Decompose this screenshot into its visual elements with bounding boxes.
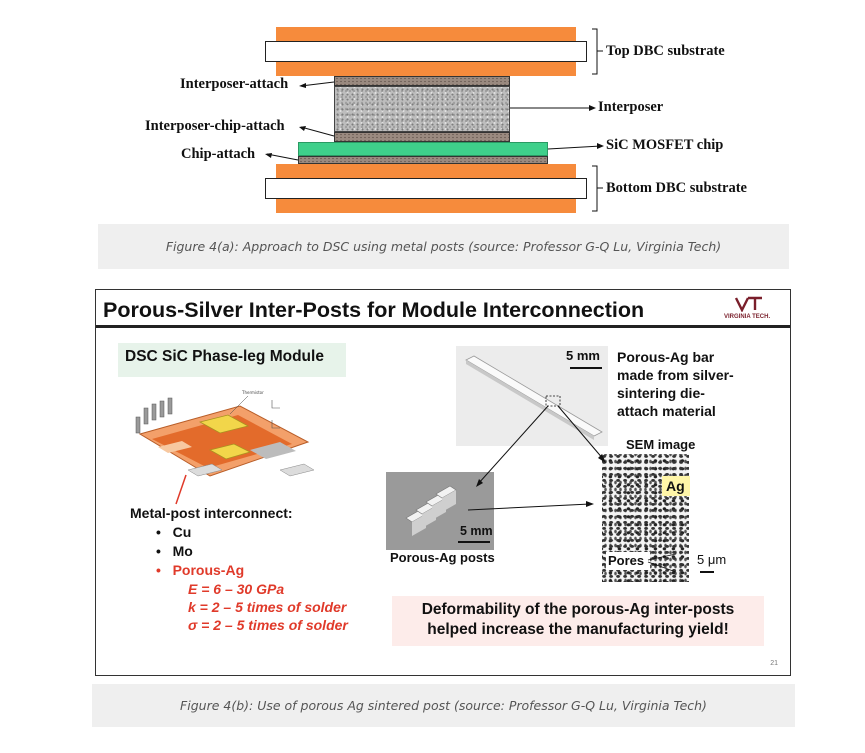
- slide-page-number: 21: [770, 660, 778, 667]
- interposer-chip-attach-layer: [334, 132, 510, 142]
- label-interposer-attach: Interposer-attach: [180, 76, 289, 92]
- bar-description-1: Porous-Ag bar: [617, 349, 715, 365]
- bar-description-2: made from silver-: [617, 367, 734, 383]
- porous-ag-posts-image: [405, 485, 457, 536]
- property-modulus: E = 6 – 30 GPa: [188, 581, 285, 597]
- bottom-dbc-copper-top: [276, 164, 576, 178]
- bar-description-3: sintering die-: [617, 385, 705, 401]
- ag-label: Ag: [666, 478, 685, 494]
- sic-mosfet-chip: [298, 142, 548, 156]
- module-illustration: Thermistor: [135, 390, 315, 477]
- label-interposer: Interposer: [598, 99, 664, 115]
- figure-a-caption: Figure 4(a): Approach to DSC using metal…: [98, 224, 789, 269]
- slide-title: Porous-Silver Inter-Posts for Module Int…: [103, 298, 645, 322]
- bullet-porous-ag-text: Porous-Ag: [172, 562, 245, 578]
- thermistor-label: Thermistor: [241, 390, 264, 395]
- chip-attach-arrow: [266, 153, 299, 161]
- porous-ag-bar-image: [465, 355, 603, 440]
- label-interposer-chip-attach: Interposer-chip-attach: [145, 118, 285, 134]
- chip-attach-layer: [298, 156, 548, 164]
- top-dbc-brace: [592, 28, 598, 75]
- sem-scale-label: 5 μm: [697, 552, 727, 567]
- slide-arrows: [467, 405, 606, 511]
- top-dbc-copper-top: [276, 27, 576, 41]
- sem-scale-line: [700, 571, 714, 573]
- figure-b-caption: Figure 4(b): Use of porous Ag sintered p…: [92, 684, 795, 727]
- figure-a-caption-text: Figure 4(a): Approach to DSC using metal…: [165, 239, 722, 254]
- label-bottom-dbc: Bottom DBC substrate: [606, 180, 747, 196]
- interposer-block: [334, 86, 510, 132]
- sic-chip-arrow: [547, 145, 602, 150]
- posts-to-sem-arrow: [467, 503, 591, 511]
- bottom-dbc-copper-bottom: [276, 199, 576, 213]
- bar-scale-line: [570, 367, 602, 369]
- bar-scale-label: 5 mm: [566, 348, 600, 363]
- bullet-dot: •: [156, 524, 173, 540]
- deformability-note: Deformability of the porous-Ag inter-pos…: [392, 600, 764, 640]
- bullet-mo-text: Mo: [172, 543, 193, 559]
- pores-label: Pores: [608, 553, 645, 568]
- posts-scale-line: [458, 541, 490, 543]
- virginia-tech-logo-icon: [734, 296, 762, 312]
- bullet-cu-text: Cu: [172, 524, 192, 540]
- deformability-line-1: Deformability of the porous-Ag inter-pos…: [421, 601, 735, 618]
- interposer-attach-arrow: [300, 81, 335, 87]
- bullet-porous-ag: • Porous-Ag: [156, 562, 244, 578]
- ag-label-box: [662, 476, 690, 496]
- label-chip-attach: Chip-attach: [181, 146, 256, 162]
- interposer-attach-layer: [334, 76, 510, 86]
- bottom-dbc-ceramic: [265, 178, 587, 199]
- sem-image-label: SEM image: [626, 437, 696, 452]
- figure-b-caption-text: Figure 4(b): Use of porous Ag sintered p…: [180, 698, 707, 713]
- pores-label-box: [606, 552, 650, 570]
- deformability-line-2: helped increase the manufacturing yield!: [427, 621, 729, 638]
- bar-description-4: attach material: [617, 403, 716, 419]
- bar-to-posts-arrow: [477, 405, 549, 485]
- property-electrical: σ = 2 – 5 times of solder: [188, 617, 348, 633]
- diagram-leaders: [265, 28, 604, 212]
- module-title-box: [118, 343, 346, 377]
- top-dbc-copper-bottom: [276, 62, 576, 76]
- bullet-dot: •: [156, 543, 173, 559]
- top-dbc-ceramic: [265, 41, 587, 62]
- bullet-dot: •: [156, 562, 173, 578]
- module-title: DSC SiC Phase-leg Module: [125, 348, 324, 365]
- property-thermal: k = 2 – 5 times of solder: [188, 599, 347, 615]
- deformability-box: [392, 596, 764, 646]
- posts-scale-label: 5 mm: [460, 524, 493, 538]
- bullet-mo: • Mo: [156, 543, 193, 559]
- pores-arrows: [647, 553, 677, 573]
- title-divider: [96, 325, 790, 328]
- interposer-chip-attach-arrow: [300, 126, 335, 137]
- bottom-dbc-brace: [592, 165, 598, 212]
- label-sic-mosfet-chip: SiC MOSFET chip: [606, 137, 724, 153]
- bar-to-sem-arrow: [557, 405, 605, 461]
- module-pointer: [175, 474, 187, 505]
- virginia-tech-logo-text: VIRGINIA TECH.: [724, 314, 771, 320]
- interconnect-heading: Metal-post interconnect:: [130, 505, 293, 521]
- posts-label: Porous-Ag posts: [390, 550, 495, 565]
- bullet-cu: • Cu: [156, 524, 191, 540]
- label-top-dbc: Top DBC substrate: [606, 43, 725, 59]
- figure-b-slide: Porous-Silver Inter-Posts for Module Int…: [95, 289, 791, 676]
